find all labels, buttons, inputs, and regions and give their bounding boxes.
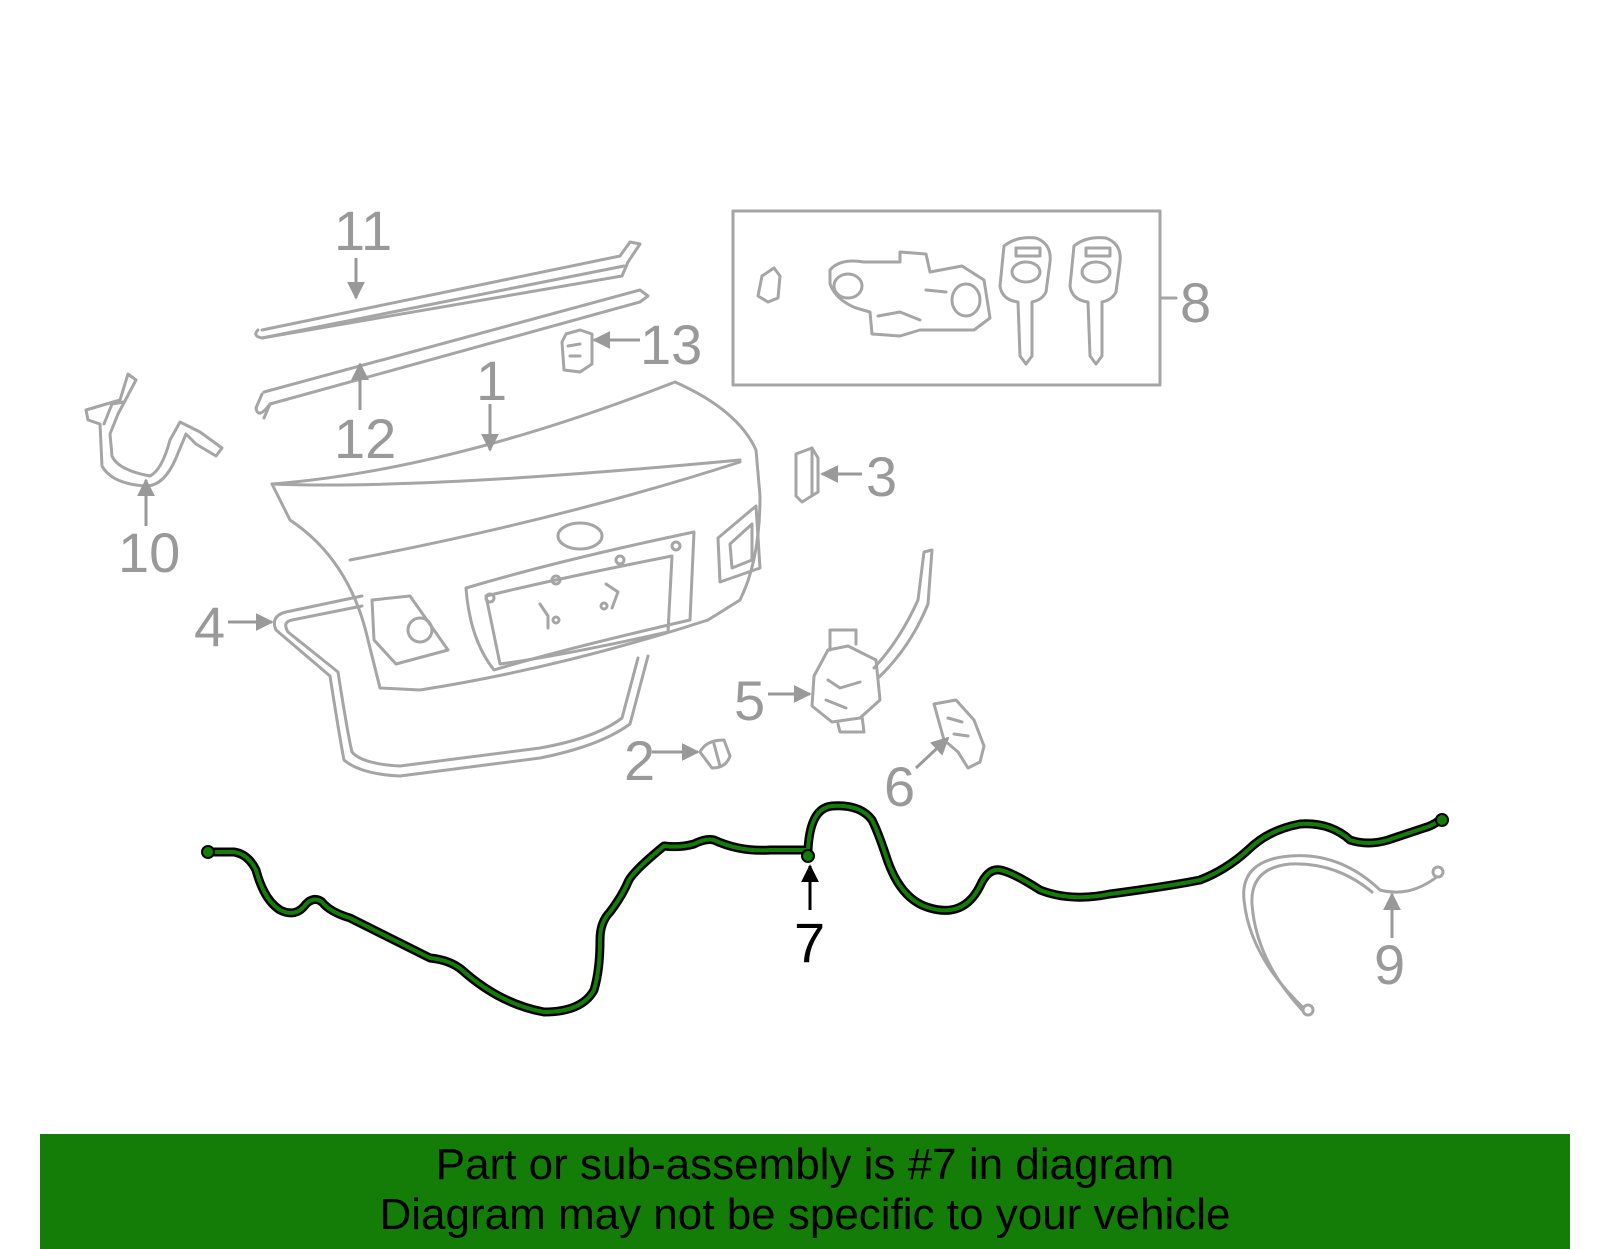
info-banner: Part or sub-assembly is #7 in diagram Di… (40, 1134, 1570, 1249)
banner-line-part-info: Part or sub-assembly is #7 in diagram (435, 1140, 1175, 1189)
callout-8: 8 (1180, 271, 1211, 334)
callout-13: 13 (640, 313, 702, 376)
callout-2: 2 (624, 729, 655, 792)
bumper-stop-part-2 (698, 738, 732, 770)
callout-10: 10 (118, 521, 180, 584)
leader-arrow-6 (914, 736, 950, 770)
torsion-bar-lower-part-12 (254, 288, 650, 420)
hinge-part-10 (84, 372, 224, 488)
cable-part-7-highlighted (201, 801, 1449, 1017)
weatherstrip-part-4 (272, 594, 650, 778)
trunk-lid-part-1 (270, 380, 762, 692)
callout-3: 3 (866, 445, 897, 508)
callout-7: 7 (794, 911, 825, 974)
callout-5: 5 (734, 669, 765, 732)
callout-11: 11 (334, 199, 392, 262)
torsion-bar-upper-part-11 (254, 240, 642, 340)
lock-set-part-8 (731, 209, 1178, 387)
callout-9: 9 (1374, 933, 1405, 996)
callout-4: 4 (194, 595, 225, 658)
striker-part-6 (932, 698, 986, 770)
lock-assembly-part-5 (810, 548, 934, 734)
callout-6: 6 (884, 755, 915, 818)
release-cable-part-9 (1242, 854, 1445, 1017)
bumper-pad-part-3 (794, 446, 820, 504)
bracket-part-13 (560, 328, 594, 374)
banner-line-disclaimer: Diagram may not be specific to your vehi… (379, 1190, 1231, 1239)
callout-12: 12 (334, 407, 396, 470)
callout-1: 1 (476, 349, 507, 412)
